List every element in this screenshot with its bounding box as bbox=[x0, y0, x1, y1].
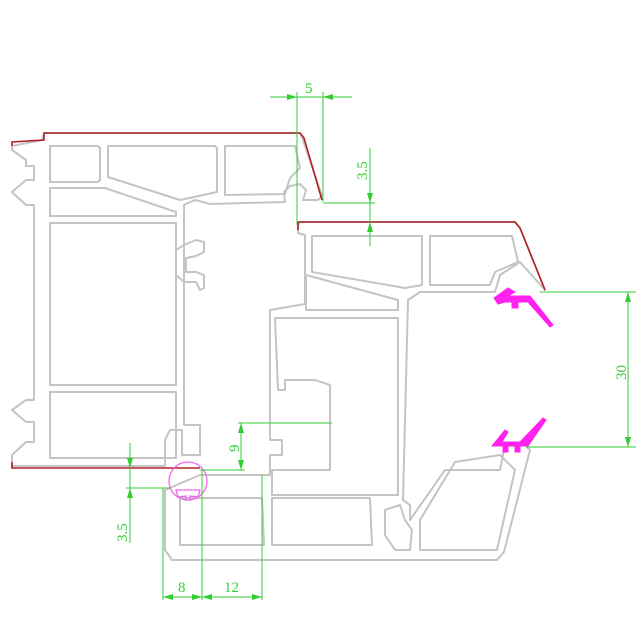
sash-cell bbox=[311, 235, 423, 289]
sash-cell bbox=[305, 274, 399, 311]
sash-outline bbox=[164, 221, 546, 561]
top-gasket bbox=[493, 287, 554, 328]
dim-label-inner-height: 9 bbox=[227, 445, 243, 453]
frame-cell bbox=[49, 391, 177, 459]
dim-label-top-height: 3.5 bbox=[355, 161, 371, 180]
dim-label-top-offset: 5 bbox=[305, 81, 313, 97]
sash-cell bbox=[271, 317, 399, 496]
dim-label-sash-gap: 30 bbox=[614, 365, 630, 380]
gaskets bbox=[168, 287, 554, 501]
dim-label-width-a: 8 bbox=[178, 580, 186, 596]
frame-outline bbox=[11, 132, 323, 467]
frame-cell bbox=[224, 145, 301, 196]
sash-top-cover bbox=[297, 221, 546, 291]
sash-cell bbox=[179, 497, 265, 546]
sash-hook bbox=[384, 504, 413, 551]
sash-profile bbox=[164, 221, 546, 561]
frame-cell bbox=[49, 187, 177, 217]
frame-bottom-cover bbox=[11, 462, 200, 469]
glazing-bead-gasket-inner bbox=[175, 489, 201, 501]
frame-top-cover bbox=[11, 132, 323, 201]
sash-cell bbox=[419, 454, 516, 551]
frame-cell bbox=[107, 145, 218, 201]
dim-label-left-height: 3.5 bbox=[115, 523, 131, 542]
sash-cell bbox=[429, 235, 519, 286]
dimension-inner-height: 9 bbox=[200, 422, 332, 471]
frame-cell bbox=[49, 222, 177, 386]
dimension-sash-gap: 30 bbox=[526, 291, 636, 448]
bottom-gasket bbox=[490, 417, 547, 453]
dim-label-width-b: 12 bbox=[224, 580, 239, 596]
dimension-top-offset: 5 bbox=[270, 81, 352, 225]
dimension-top-height: 3.5 bbox=[323, 148, 375, 246]
frame-profile bbox=[11, 132, 323, 469]
dimension-bottom-widths: 8 12 bbox=[162, 470, 263, 600]
frame-clip bbox=[175, 239, 205, 291]
frame-cell bbox=[49, 145, 101, 183]
sash-cell bbox=[271, 497, 373, 546]
